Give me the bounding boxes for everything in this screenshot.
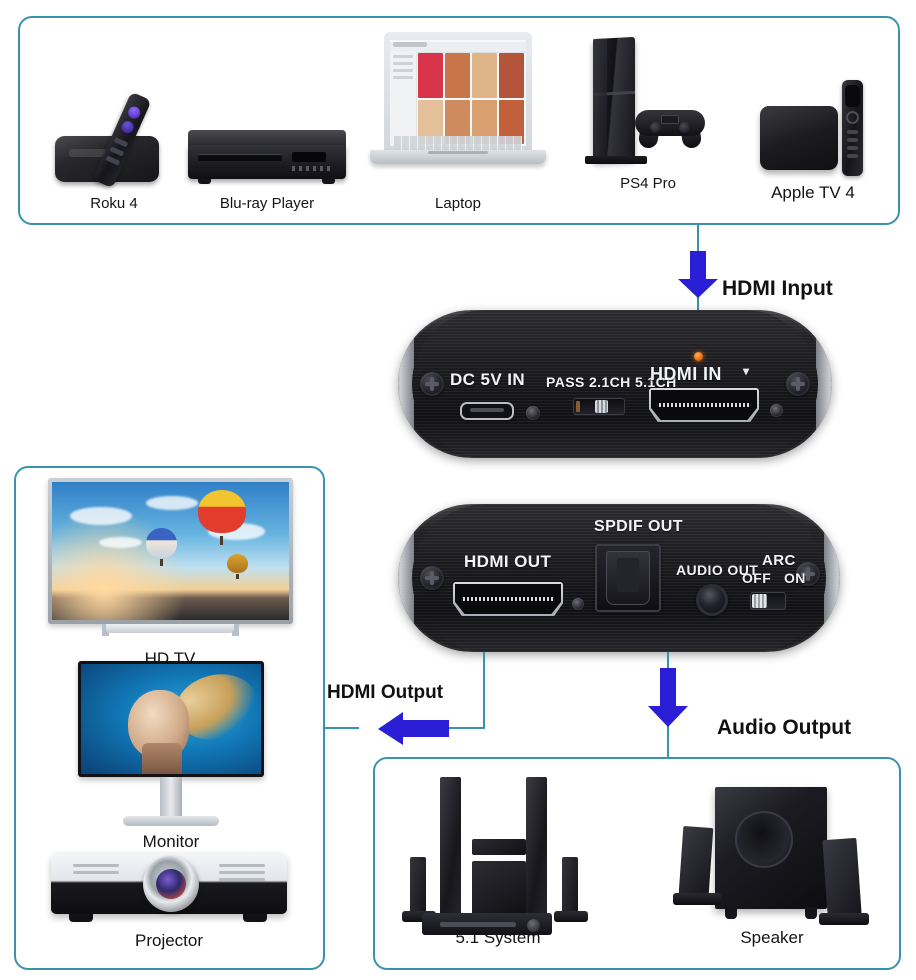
label-hdmi-in: HDMI IN <box>650 364 722 384</box>
indicator-led-hole <box>526 406 540 420</box>
source-devices-group: Roku 4 Blu-ray Player <box>18 16 900 225</box>
label-spdif-out: SPDIF OUT <box>594 518 683 535</box>
audio-item-51system: 5.1 System <box>387 773 609 948</box>
power-led-indicator <box>694 352 703 361</box>
display-item-monitor: Monitor <box>71 661 271 852</box>
audio-output-arrow-icon <box>647 668 689 728</box>
label-hdmi-out: HDMI OUT <box>464 552 552 571</box>
source-label-appletv: Apple TV 4 <box>771 183 855 202</box>
source-label-laptop: Laptop <box>435 195 481 212</box>
hdmi-output-arrow-icon <box>378 712 450 746</box>
display-item-projector: Projector <box>44 838 294 951</box>
indicator-led-hole <box>572 598 584 610</box>
bluray-player-icon <box>188 96 346 192</box>
television-icon <box>47 478 293 646</box>
label-audio-out: AUDIO OUT <box>676 562 759 578</box>
label-arc-off: OFF <box>742 570 772 586</box>
roku-streaming-box-icon <box>49 91 179 192</box>
hdmi-input-label: HDMI Input <box>722 277 833 300</box>
indicator-led-hole <box>770 404 783 417</box>
label-arc: ARC <box>762 552 796 569</box>
screw-icon <box>420 372 444 396</box>
connector-sources-to-input <box>697 225 699 257</box>
label-pass-switch: PASS 2.1CH 5.1CH <box>546 374 677 390</box>
display-label-monitor: Monitor <box>142 832 200 851</box>
display-item-hdtv: HD TV <box>36 478 304 669</box>
micro-usb-power-port[interactable] <box>460 402 514 420</box>
hdmi-output-label: HDMI Output <box>327 682 444 703</box>
apple-tv-box-icon <box>760 80 866 180</box>
arc-toggle-switch[interactable] <box>750 592 786 610</box>
source-item-ps4: PS4 Pro <box>560 36 736 192</box>
audio-item-speaker: Speaker <box>657 775 887 948</box>
display-devices-group: HD TV Monitor <box>14 466 325 970</box>
source-item-appletv: Apple TV 4 <box>738 80 888 203</box>
audio-devices-group: 5.1 System Speaker <box>373 757 901 970</box>
laptop-icon <box>370 32 546 192</box>
home-theater-system-icon <box>398 773 598 935</box>
screw-icon <box>796 562 820 586</box>
label-dc-5v-in: DC 5V IN <box>450 370 525 389</box>
connector-hdmi-out-down <box>483 616 485 728</box>
display-label-projector: Projector <box>134 931 204 950</box>
playstation-console-icon <box>583 36 713 172</box>
audio-output-label: Audio Output <box>717 716 852 739</box>
hdmi-out-port[interactable] <box>453 582 563 616</box>
audio-label-speaker: Speaker <box>740 928 804 947</box>
source-item-bluray: Blu-ray Player <box>172 96 362 212</box>
subwoofer-speaker-icon <box>667 775 877 925</box>
connector-to-displays-box <box>325 727 359 729</box>
computer-monitor-icon <box>78 661 264 829</box>
source-label-ps4: PS4 Pro <box>620 175 676 192</box>
audio-out-jack-port[interactable] <box>696 584 728 616</box>
connector-audio-to-box <box>667 726 669 759</box>
hdmi-in-port[interactable] <box>649 388 759 422</box>
device-input-panel: DC 5V IN PASS 2.1CH 5.1CH HDMI IN ▾ <box>398 310 832 458</box>
device-output-panel: HDMI OUT SPDIF OUT AUDIO OUT ARC OFF ON <box>398 504 840 652</box>
source-item-laptop: Laptop <box>358 32 558 212</box>
projector-icon <box>51 838 287 928</box>
screw-icon <box>420 566 444 590</box>
screw-icon <box>786 372 810 396</box>
source-label-roku: Roku 4 <box>90 195 138 212</box>
pass-channel-switch[interactable] <box>573 398 625 415</box>
source-item-roku: Roku 4 <box>34 91 194 212</box>
hdmi-input-arrow-icon <box>676 251 720 299</box>
label-arc-on: ON <box>784 570 806 586</box>
source-label-bluray: Blu-ray Player <box>219 195 315 212</box>
spdif-toslink-port[interactable] <box>595 544 661 612</box>
down-caret-icon: ▾ <box>743 364 750 378</box>
